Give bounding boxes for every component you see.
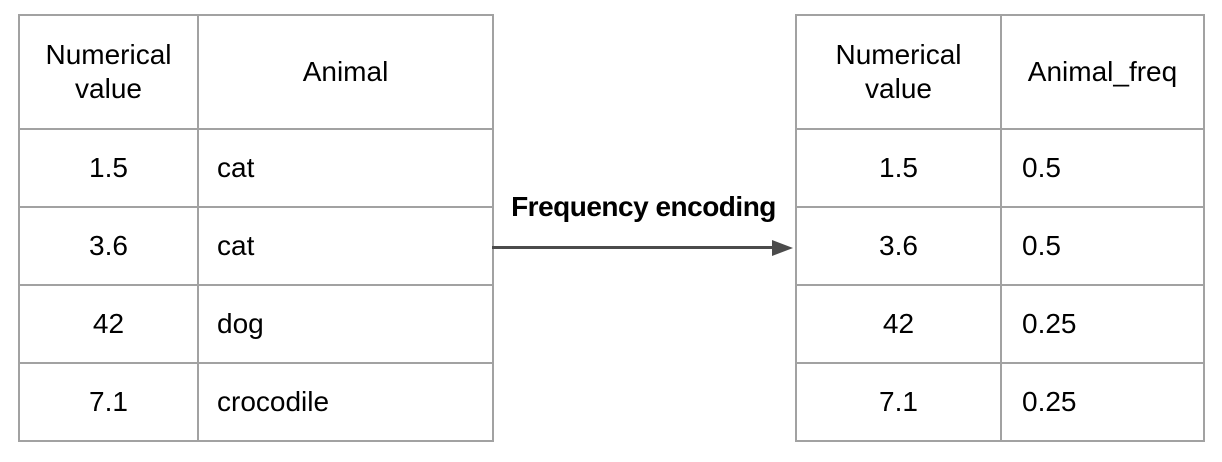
animal-freq-cell: 0.25 bbox=[1000, 284, 1205, 364]
numerical-value-cell: 1.5 bbox=[18, 128, 199, 208]
table-row: 42 0.25 bbox=[795, 284, 1205, 364]
table-row: 3.6 0.5 bbox=[795, 206, 1205, 286]
encoded-table-header-row: Numerical value Animal_freq bbox=[795, 14, 1205, 130]
source-table-header-row: Numerical value Animal bbox=[18, 14, 494, 130]
numerical-value-cell: 7.1 bbox=[18, 362, 199, 442]
right-arrow-icon bbox=[492, 240, 793, 256]
numerical-value-cell: 7.1 bbox=[795, 362, 1002, 442]
animal-freq-cell: 0.25 bbox=[1000, 362, 1205, 442]
table-row: 7.1 crocodile bbox=[18, 362, 494, 442]
column-header-numerical-value: Numerical value bbox=[18, 14, 199, 130]
table-row: 7.1 0.25 bbox=[795, 362, 1205, 442]
animal-cell: cat bbox=[197, 206, 494, 286]
column-header-numerical-value: Numerical value bbox=[795, 14, 1002, 130]
animal-freq-cell: 0.5 bbox=[1000, 128, 1205, 208]
table-row: 1.5 cat bbox=[18, 128, 494, 208]
numerical-value-cell: 3.6 bbox=[795, 206, 1002, 286]
animal-cell: crocodile bbox=[197, 362, 494, 442]
animal-cell: cat bbox=[197, 128, 494, 208]
numerical-value-cell: 3.6 bbox=[18, 206, 199, 286]
numerical-value-cell: 42 bbox=[795, 284, 1002, 364]
numerical-value-cell: 42 bbox=[18, 284, 199, 364]
table-row: 1.5 0.5 bbox=[795, 128, 1205, 208]
table-row: 3.6 cat bbox=[18, 206, 494, 286]
encoded-table: Numerical value Animal_freq 1.5 0.5 3.6 … bbox=[795, 14, 1205, 442]
column-header-animal-freq: Animal_freq bbox=[1000, 14, 1205, 130]
arrow-shaft bbox=[492, 246, 773, 249]
animal-freq-cell: 0.5 bbox=[1000, 206, 1205, 286]
numerical-value-cell: 1.5 bbox=[795, 128, 1002, 208]
column-header-animal: Animal bbox=[197, 14, 494, 130]
arrow-head bbox=[772, 240, 793, 256]
transformation-label: Frequency encoding bbox=[511, 191, 776, 222]
table-row: 42 dog bbox=[18, 284, 494, 364]
source-table: Numerical value Animal 1.5 cat 3.6 cat 4… bbox=[18, 14, 494, 442]
animal-cell: dog bbox=[197, 284, 494, 364]
